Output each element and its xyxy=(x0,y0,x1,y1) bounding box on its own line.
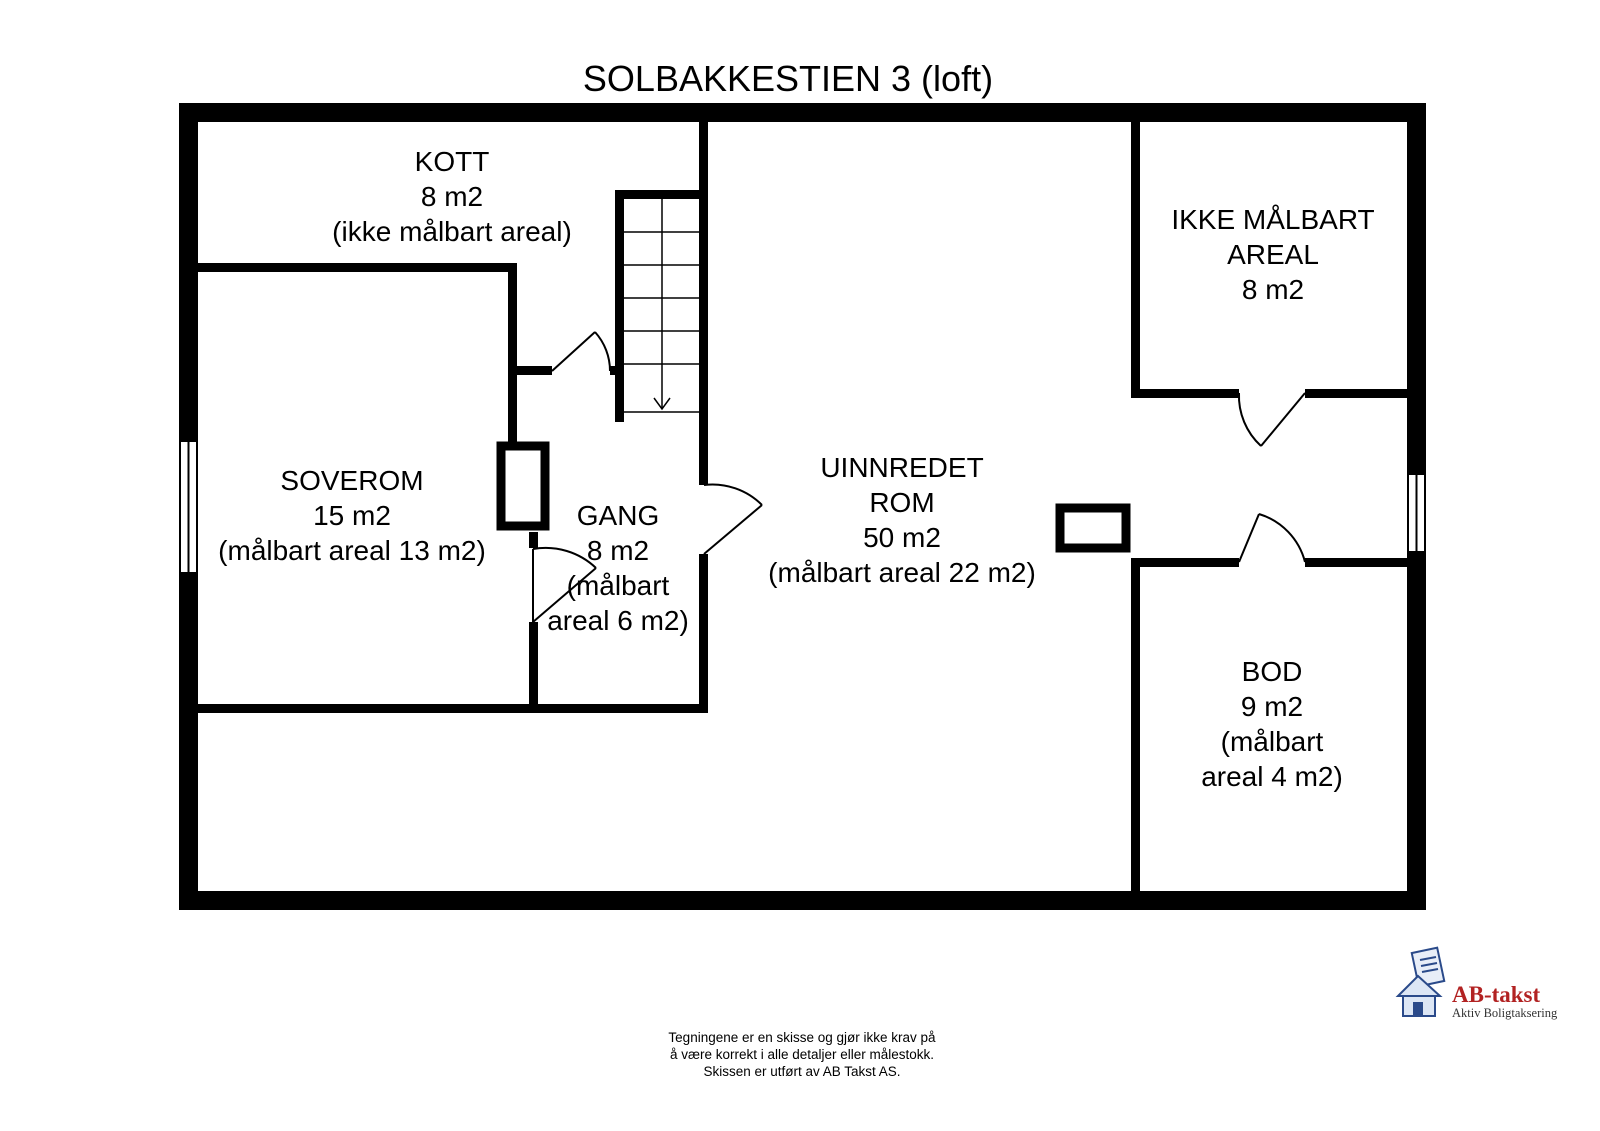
room-soverom-line-3: (målbart areal 13 m2) xyxy=(218,535,486,566)
door-soverom xyxy=(532,546,597,623)
outer-walls xyxy=(179,103,1426,910)
stair-arrow-down-icon xyxy=(653,397,671,411)
logo-name: AB-takst xyxy=(1452,982,1541,1007)
room-uinnredet-line-3: 50 m2 xyxy=(863,522,941,553)
door-ikke-malbart xyxy=(1237,392,1306,447)
staircase xyxy=(615,190,708,422)
room-uinnredet-line-2: ROM xyxy=(869,487,934,518)
room-uinnredet: UINNREDET ROM 50 m2 (målbart areal 22 m2… xyxy=(768,452,1036,588)
room-gang-line-2: 8 m2 xyxy=(587,535,649,566)
room-gang-line-4: areal 6 m2) xyxy=(547,605,689,636)
room-bod-line-3: (målbart xyxy=(1221,726,1324,757)
room-bod-line-2: 9 m2 xyxy=(1241,691,1303,722)
chimney-uinnredet xyxy=(1055,503,1131,553)
room-ikke-malbart: IKKE MÅLBART AREAL 8 m2 xyxy=(1171,204,1374,305)
room-soverom: SOVEROM 15 m2 (målbart areal 13 m2) xyxy=(218,465,486,566)
room-bod-line-4: areal 4 m2) xyxy=(1201,761,1343,792)
door-bod xyxy=(1238,513,1306,563)
door-uinnredet xyxy=(703,483,763,555)
chimney-gang xyxy=(496,441,550,531)
window-left xyxy=(179,440,198,574)
room-gang-line-1: GANG xyxy=(577,500,659,531)
room-bod-line-1: BOD xyxy=(1242,656,1303,687)
plan-title: SOLBAKKESTIEN 3 (loft) xyxy=(583,58,993,99)
room-ikke-malbart-line-3: 8 m2 xyxy=(1242,274,1304,305)
door-kott xyxy=(551,331,612,372)
house-document-icon xyxy=(1395,946,1446,1017)
room-kott-line-3: (ikke målbart areal) xyxy=(332,216,572,247)
room-kott-line-1: KOTT xyxy=(415,146,490,177)
room-gang-line-3: (målbart xyxy=(567,570,670,601)
room-bod: BOD 9 m2 (målbart areal 4 m2) xyxy=(1201,656,1343,792)
doors xyxy=(532,331,1306,623)
disclaimer-line-2: å være korrekt i alle detaljer eller mål… xyxy=(670,1047,934,1062)
room-gang: GANG 8 m2 (målbart areal 6 m2) xyxy=(547,500,689,636)
room-kott-line-2: 8 m2 xyxy=(421,181,483,212)
room-ikke-malbart-line-1: IKKE MÅLBART xyxy=(1171,204,1374,235)
disclaimer-line-1: Tegningene er en skisse og gjør ikke kra… xyxy=(668,1030,936,1045)
room-soverom-line-1: SOVEROM xyxy=(280,465,423,496)
room-soverom-line-2: 15 m2 xyxy=(313,500,391,531)
logo-tagline: Aktiv Boligtaksering xyxy=(1452,1006,1558,1020)
room-ikke-malbart-line-2: AREAL xyxy=(1227,239,1319,270)
room-kott: KOTT 8 m2 (ikke målbart areal) xyxy=(332,146,572,247)
interior-walls xyxy=(198,122,1407,891)
disclaimer-line-3: Skissen er utført av AB Takst AS. xyxy=(703,1064,900,1079)
room-uinnredet-line-1: UINNREDET xyxy=(820,452,983,483)
room-uinnredet-line-4: (målbart areal 22 m2) xyxy=(768,557,1036,588)
ab-takst-logo: AB-takst Aktiv Boligtaksering xyxy=(1395,946,1558,1020)
window-right xyxy=(1407,473,1426,553)
disclaimer: Tegningene er en skisse og gjør ikke kra… xyxy=(668,1030,936,1079)
